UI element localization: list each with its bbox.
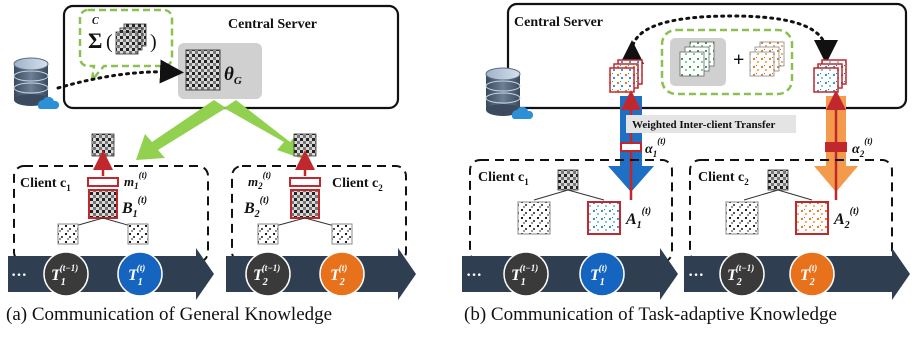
central-server-label-b: Central Server: [514, 15, 603, 30]
transfer-label: Weighted Inter-client Transfer: [632, 119, 775, 131]
uploaded-matrix-c2: [293, 133, 317, 157]
dotted-upload-arrow-a: [56, 59, 184, 90]
matrix-icon: [185, 49, 221, 91]
alpha1-label: α1(t): [645, 136, 666, 159]
task-matrix-c1-prev: [57, 223, 79, 245]
task-c1-cur-b: T1(t): [590, 263, 607, 288]
client2-label-a: Client c2: [332, 176, 383, 193]
adaptive-matrix-a2: [795, 201, 829, 235]
ellipsis-a1: ···: [11, 267, 27, 284]
global-knowledge-box: θG: [178, 43, 262, 99]
sum-open-paren: (: [106, 31, 113, 53]
database-cloud-icon: [485, 67, 534, 119]
task-c2-prev-a: T2(t−1): [253, 263, 280, 288]
mask-m1: [87, 177, 119, 187]
panel-b: Central Server +: [462, 2, 910, 300]
b1-label: B1(t): [121, 195, 147, 220]
theta-g-label: θG: [224, 64, 242, 87]
ellipsis-b1: ···: [466, 267, 482, 284]
database-cloud-icon: [13, 57, 60, 109]
caption-a: (a) Communication of General Knowledge: [6, 304, 333, 325]
alpha2-label: α2(t): [852, 136, 873, 159]
central-server-label-a: Central Server: [228, 17, 317, 32]
mask-m2: [289, 177, 321, 187]
task-c1-cur-a: T1(t): [128, 263, 145, 288]
sum-close-paren: ): [150, 31, 157, 53]
b2-label: B2(t): [243, 195, 269, 220]
client1-label-b: Client c1: [478, 170, 529, 187]
dotted-exchange-arrow: [619, 14, 838, 65]
client1-label-a: Client c1: [20, 176, 71, 193]
base-matrix-b1: [88, 189, 118, 219]
client-box-b2: [689, 159, 893, 263]
base-matrix-b2: [290, 189, 320, 219]
m1-label: m1(t): [124, 170, 147, 191]
task-arrow-band-b1: [462, 248, 678, 300]
sum-superscript: C: [92, 16, 99, 27]
task-c2-prev-b: T2(t−1): [727, 263, 754, 288]
uploaded-matrix-c1: [91, 133, 115, 157]
task-matrix-c2-prev: [257, 223, 279, 245]
a2-label: A2(t): [833, 206, 859, 231]
adaptive-matrix-a1: [587, 201, 621, 235]
task-c1-prev-b: T1(t−1): [511, 263, 538, 288]
task-c2-cur-b: T2(t): [800, 263, 817, 288]
client2-label-b: Client c2: [698, 170, 749, 187]
client-box-b1: [469, 159, 673, 263]
caption-b: (b) Communication of Task-adaptive Knowl…: [464, 304, 837, 325]
task-matrix-c1-cur: [127, 223, 149, 245]
alpha1-marker: [620, 142, 642, 152]
figure-canvas: Central Server C Σ ( ) θG: [8, 2, 910, 300]
task-c1-prev-a: T1(t−1): [51, 263, 78, 288]
plus-sign: +: [733, 49, 744, 71]
m2-label: m2(t): [248, 170, 271, 191]
task-arrow-band-a1: [8, 248, 214, 300]
ellipsis-b2: ···: [688, 267, 704, 284]
task-c2-cur-a: T2(t): [330, 263, 347, 288]
panel-a: Central Server C Σ ( ) θG: [8, 4, 416, 300]
broadcast-arrows: [136, 100, 306, 160]
task-matrix-c2-cur: [331, 223, 353, 245]
speech-bubble-icon: C Σ ( ): [78, 8, 174, 85]
a1-label: A1(t): [625, 206, 651, 231]
sum-symbol: Σ: [88, 28, 102, 53]
alpha2-marker: [825, 142, 847, 152]
